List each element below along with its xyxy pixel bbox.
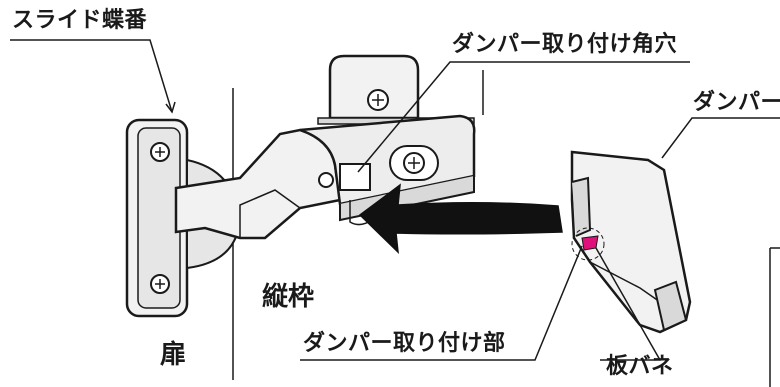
mounting-plate	[317, 54, 475, 125]
door-label: 扉	[160, 340, 187, 370]
leader-damper-mount-part	[300, 245, 583, 361]
insertion-arrow	[358, 183, 563, 254]
damper-label: ダンパー	[693, 90, 780, 115]
slide-hinge-label: スライド蝶番	[12, 8, 148, 33]
leader-damper-mount-hole	[357, 61, 690, 173]
hinge-arm	[174, 128, 342, 240]
leader-slide-hinge	[10, 39, 173, 113]
callout-leaders	[10, 39, 780, 361]
damper-mount-part-label: ダンパー取り付け部	[303, 331, 506, 356]
side-panel-outline	[769, 247, 780, 387]
door-plate	[125, 118, 189, 318]
leader-damper	[661, 117, 780, 159]
damper-mount-hole	[339, 163, 371, 191]
leader-leaf-spring	[595, 247, 662, 361]
leaf-spring-label: 板バネ	[606, 354, 674, 379]
damper-unit	[570, 150, 692, 334]
damper-mount-hole-label: ダンパー取り付け角穴	[452, 32, 678, 57]
vertical-frame-label: 縦枠	[262, 282, 315, 312]
leaf-spring-mark	[581, 235, 599, 251]
